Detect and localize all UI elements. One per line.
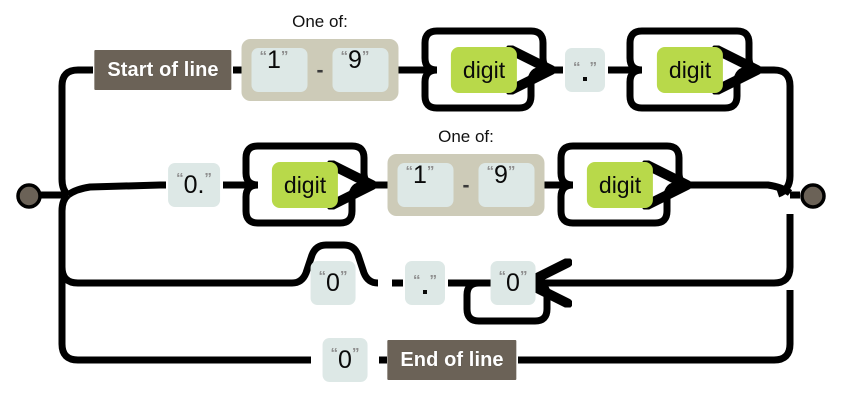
literal-value: 1	[267, 46, 281, 74]
rail-b1-exit-to-right-rail	[749, 66, 794, 198]
period-glyph	[583, 77, 587, 81]
literal-box-9-upper[interactable]: “9”	[332, 46, 389, 92]
open-quote-icon: “	[498, 267, 507, 285]
close-quote-icon: ”	[361, 48, 370, 65]
literal-box-1-lower[interactable]: “1”	[251, 46, 308, 92]
end-of-line-box[interactable]: End of line	[387, 340, 517, 380]
close-quote-icon: ”	[280, 48, 289, 65]
end-terminal	[800, 183, 826, 209]
rail-b3-exit-to-right-rail	[535, 214, 794, 287]
close-quote-icon: ”	[351, 344, 360, 362]
close-quote-icon: ”	[429, 272, 438, 289]
range-dash: -	[462, 173, 470, 197]
literal-box-zero-b3-2[interactable]: “0”	[490, 261, 536, 305]
one-of-group-branch-1: “1” - “9”	[241, 39, 399, 101]
nonterminal-digit-b2-2[interactable]: digit	[586, 162, 654, 208]
nonterminal-label: digit	[283, 171, 327, 198]
close-quote-icon: ”	[589, 59, 598, 76]
one-of-label-branch-2: One of:	[438, 127, 494, 146]
literal-value: 9	[348, 46, 362, 74]
range-dash: -	[316, 58, 324, 82]
close-quote-icon: ”	[426, 163, 435, 180]
open-quote-icon: “	[318, 267, 327, 285]
literal-box-dot-b3[interactable]: “”	[405, 261, 445, 305]
close-quote-icon: ”	[519, 267, 528, 285]
start-terminal	[16, 183, 42, 209]
start-of-line-label: Start of line	[107, 58, 219, 81]
literal-value: 9	[494, 161, 508, 189]
open-quote-icon: “	[340, 48, 349, 65]
quote-row: “”	[573, 59, 597, 75]
open-quote-icon: “	[486, 163, 495, 180]
open-quote-icon: “	[176, 169, 184, 187]
close-quote-icon: ”	[507, 163, 516, 180]
nonterminal-digit-b1-1[interactable]: digit	[450, 47, 518, 93]
nonterminal-digit-b1-2[interactable]: digit	[656, 47, 724, 93]
literal-box-1-lower[interactable]: “1”	[397, 161, 454, 207]
literal-box-zero-b4[interactable]: “0”	[322, 338, 368, 382]
close-quote-icon: ”	[339, 267, 348, 285]
rail-b2-exit-to-right-rail	[679, 181, 793, 196]
nonterminal-label: digit	[668, 56, 712, 83]
one-of-label-branch-1: One of:	[292, 12, 348, 31]
start-of-line-box[interactable]: Start of line	[94, 50, 232, 90]
open-quote-icon: “	[330, 344, 339, 362]
rail-b4-exit-to-right-rail	[518, 290, 794, 364]
open-quote-icon: “	[259, 48, 268, 65]
end-of-line-label: End of line	[400, 348, 504, 371]
rail-left-to-branch-1	[58, 66, 93, 198]
period-glyph	[423, 290, 427, 294]
literal-value: 0.	[183, 170, 205, 199]
literal-box-9-upper[interactable]: “9”	[478, 161, 535, 207]
rail-left-to-branch-3	[58, 192, 292, 287]
open-quote-icon: “	[405, 163, 414, 180]
nonterminal-label: digit	[598, 171, 642, 198]
rail-left-to-branch-2	[65, 181, 166, 198]
quote-row: “”	[413, 272, 437, 288]
literal-value: 0	[506, 268, 520, 297]
close-quote-icon: ”	[204, 169, 212, 187]
literal-box-zero-dot[interactable]: “0.”	[168, 163, 220, 207]
rail-left-to-branch-4	[58, 222, 311, 364]
nonterminal-label: digit	[462, 56, 506, 83]
literal-box-zero-b3-1[interactable]: “0”	[310, 261, 356, 305]
nonterminal-digit-b2-1[interactable]: digit	[271, 162, 339, 208]
open-quote-icon: “	[573, 59, 581, 76]
literal-value: 1	[413, 161, 427, 189]
open-quote-icon: “	[413, 272, 421, 289]
literal-box-dot-b1[interactable]: “”	[565, 48, 605, 92]
one-of-group-branch-2: “1” - “9”	[387, 154, 545, 216]
literal-value: 0	[326, 268, 340, 297]
literal-value: 0	[338, 345, 352, 374]
